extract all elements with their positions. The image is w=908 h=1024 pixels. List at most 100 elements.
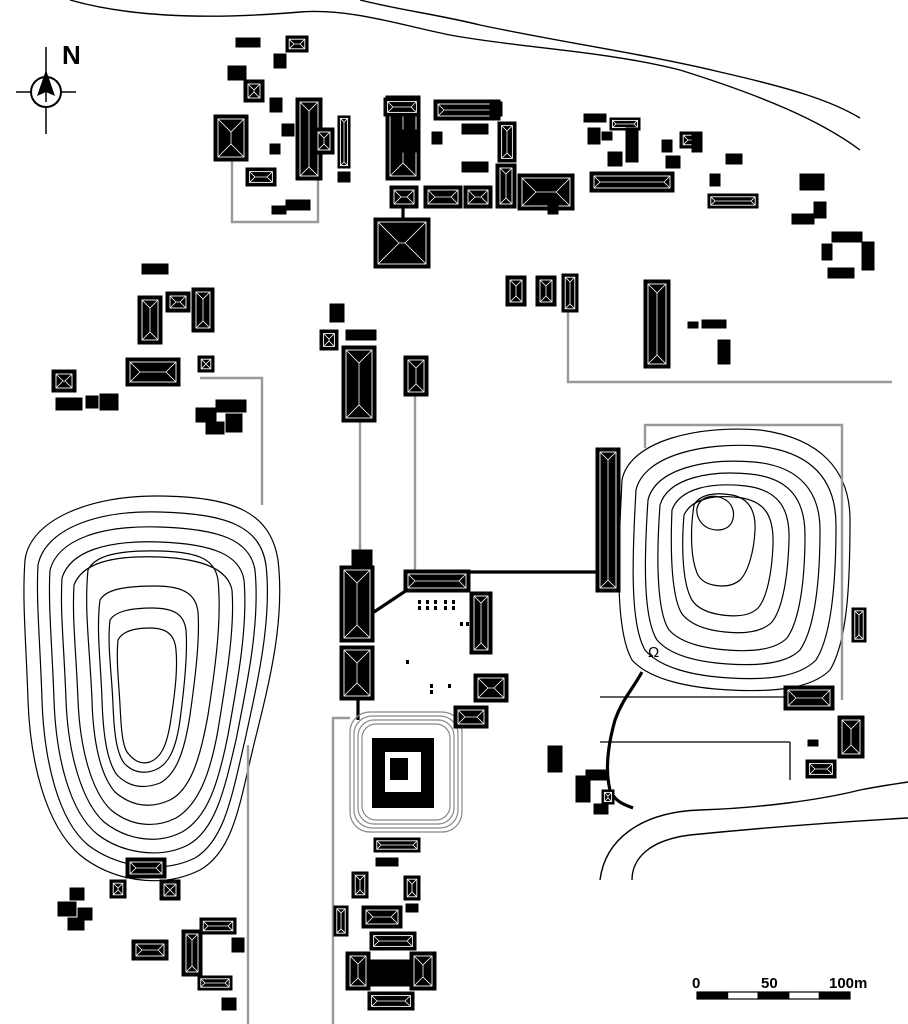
building-117 — [181, 929, 203, 977]
building-41 — [665, 155, 681, 169]
building-47 — [791, 213, 815, 225]
building-85 — [453, 705, 489, 729]
feature-dot-8 — [444, 606, 447, 610]
building-89 — [837, 715, 865, 759]
scale-bar: 0 50 100m — [692, 975, 867, 1000]
building-84 — [473, 673, 509, 703]
path-lines — [200, 160, 892, 1024]
building-64 — [125, 357, 181, 387]
building-6 — [213, 114, 249, 162]
building-87 — [851, 607, 867, 643]
north-arrow: N — [16, 40, 81, 134]
building-12 — [245, 167, 277, 187]
scale-segments — [696, 991, 851, 1000]
building-91 — [807, 739, 819, 747]
building-50 — [821, 243, 833, 261]
building-113 — [57, 901, 77, 917]
building-96 — [601, 789, 615, 805]
building-11 — [269, 143, 281, 155]
building-71 — [195, 407, 217, 423]
building-2 — [273, 53, 287, 69]
building-114 — [77, 907, 93, 921]
building-63 — [191, 287, 215, 333]
building-5 — [269, 97, 283, 113]
building-103 — [333, 905, 349, 937]
building-72 — [225, 413, 243, 433]
building-102 — [405, 903, 419, 913]
feature-dot-13 — [430, 684, 433, 688]
building-108 — [369, 959, 411, 987]
building-105 — [345, 951, 371, 991]
building-14 — [271, 205, 287, 215]
building-101 — [361, 905, 403, 929]
building-19 — [389, 185, 419, 209]
river-bank-south-2 — [631, 817, 908, 881]
building-94 — [585, 769, 607, 781]
building-4 — [243, 79, 265, 103]
feature-dot-15 — [448, 684, 451, 688]
building-36 — [625, 127, 639, 163]
building-77 — [341, 345, 377, 423]
scale-segment-4 — [818, 991, 851, 1000]
building-73 — [205, 421, 225, 435]
building-121 — [221, 997, 237, 1011]
building-59 — [717, 339, 731, 365]
building-88 — [783, 685, 835, 711]
building-97 — [373, 837, 421, 853]
building-82 — [403, 569, 471, 593]
building-95 — [593, 803, 609, 815]
building-78 — [403, 355, 429, 397]
building-3 — [227, 65, 247, 81]
compass-needle-icon — [37, 70, 55, 96]
building-9 — [337, 115, 351, 169]
building-29 — [517, 173, 575, 211]
building-68 — [85, 395, 99, 409]
building-44 — [589, 171, 675, 193]
building-110 — [109, 879, 127, 899]
river-bank-north-1 — [69, 0, 861, 151]
building-33 — [609, 117, 641, 131]
building-22 — [461, 123, 489, 135]
scale-segment-0 — [696, 991, 729, 1000]
omega-symbol: Ω — [648, 644, 659, 661]
building-66 — [51, 369, 77, 393]
building-32 — [583, 113, 607, 123]
building-10 — [281, 123, 295, 137]
building-0 — [235, 37, 261, 48]
scale-label-50: 50 — [761, 975, 778, 992]
feature-dot-2 — [434, 600, 437, 604]
building-98 — [375, 857, 399, 867]
building-80 — [339, 565, 375, 643]
building-46 — [799, 173, 825, 191]
building-100 — [403, 875, 421, 901]
building-45 — [707, 193, 759, 209]
river-bank-south-1 — [599, 781, 908, 881]
scale-label-100m: 100m — [829, 975, 867, 992]
building-24 — [431, 131, 443, 145]
building-90 — [805, 759, 837, 779]
building-42 — [725, 153, 743, 165]
black-path-lines — [600, 696, 791, 780]
building-76 — [345, 329, 377, 341]
scale-label-0: 0 — [692, 975, 700, 992]
building-79 — [351, 549, 373, 567]
building-18 — [391, 129, 419, 153]
building-116 — [199, 917, 237, 935]
building-53 — [505, 275, 527, 307]
building-48 — [813, 201, 827, 219]
building-61 — [137, 295, 163, 345]
scale-segment-2 — [757, 991, 790, 1000]
building-104 — [369, 931, 417, 951]
building-49 — [831, 231, 863, 243]
building-15 — [337, 171, 351, 183]
feature-dot-0 — [418, 600, 421, 604]
building-26 — [497, 121, 517, 163]
building-112 — [69, 887, 85, 901]
building-43 — [709, 173, 721, 187]
building-51 — [861, 241, 875, 271]
building-62 — [165, 291, 191, 313]
building-23 — [461, 161, 489, 173]
feature-dot-6 — [426, 606, 429, 610]
building-99 — [351, 871, 369, 899]
